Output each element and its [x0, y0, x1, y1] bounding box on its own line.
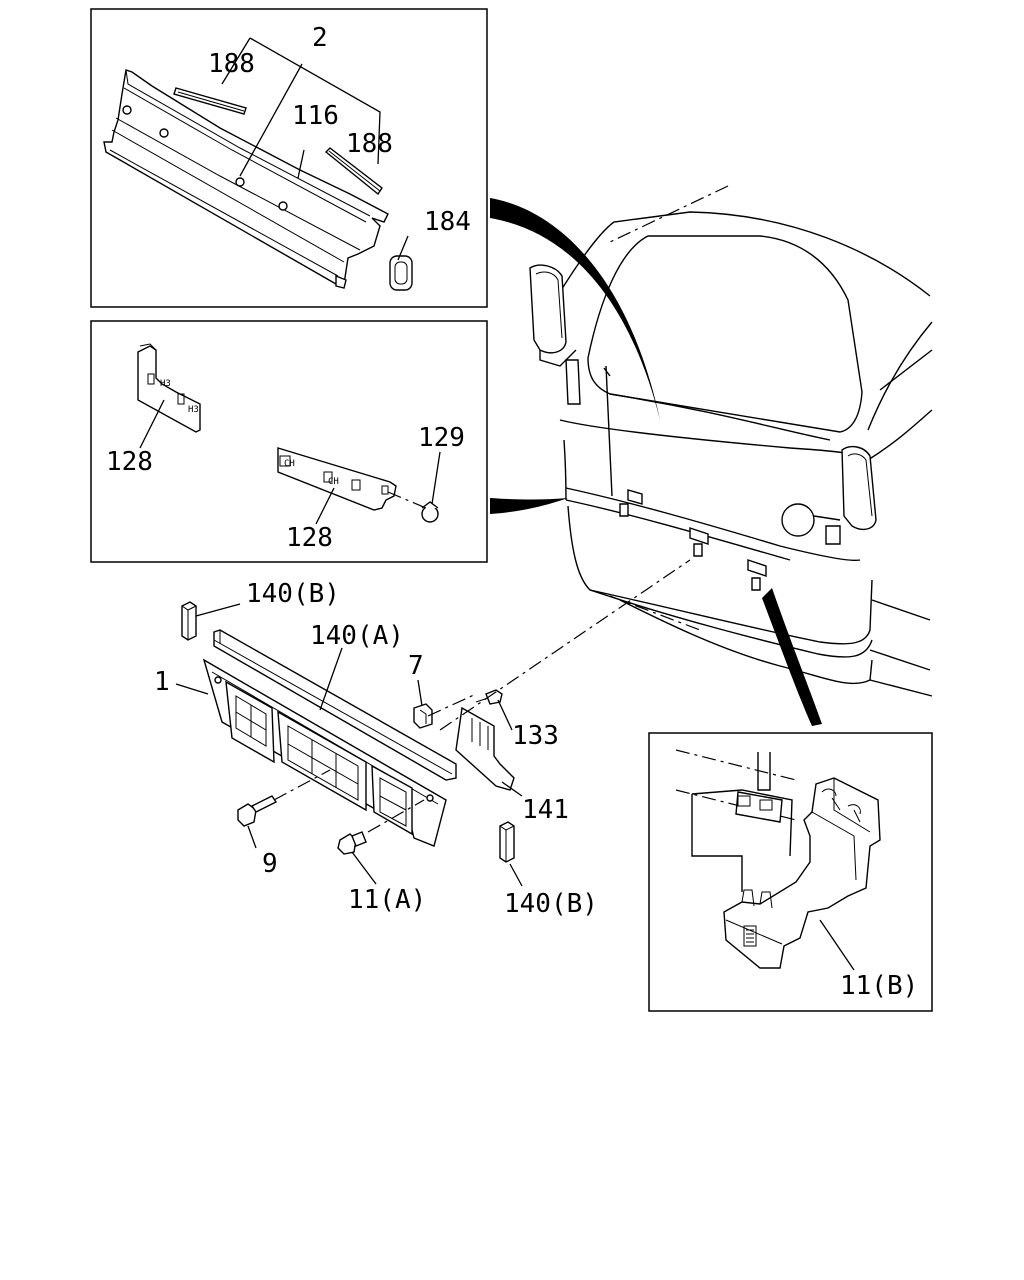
callout-188-right: 188 [346, 129, 393, 159]
cowl-panel-part [103, 69, 389, 289]
callout-129: 129 [418, 423, 465, 453]
callout-188-left: 188 [208, 49, 255, 79]
callout-128-lower: 128 [286, 523, 333, 553]
bracket-tag-ch-2: CH [328, 477, 339, 487]
detail-frame-2 [90, 320, 488, 563]
grille-assembly: 1 140(B) 140(A) 7 133 141 9 11(A) 140(B) [154, 559, 691, 919]
clip-11b [723, 777, 881, 969]
bracket-tag-h3-1: H3 [160, 379, 171, 389]
callout-141: 141 [522, 795, 569, 825]
callout-11a: 11(A) [348, 885, 426, 915]
indicator-arrow-cowl [490, 198, 660, 420]
clip-7 [413, 703, 433, 729]
detail-frame-1 [90, 8, 488, 308]
cap-140b-top [181, 601, 197, 641]
detail-frame-3 [648, 732, 933, 1012]
grommet-184 [389, 255, 413, 291]
bracket-tag-ch-1: CH [284, 459, 295, 469]
callout-116: 116 [292, 101, 339, 131]
callout-184: 184 [424, 207, 471, 237]
callout-140b-top: 140(B) [246, 579, 340, 609]
callout-133: 133 [512, 721, 559, 751]
bolt-9 [237, 795, 278, 827]
bracket-128-lower: CH CH [277, 447, 397, 511]
callout-9: 9 [262, 849, 278, 879]
callout-140b-bottom: 140(B) [504, 889, 598, 919]
cap-140b-bottom [499, 821, 515, 863]
callout-140a: 140(A) [310, 621, 404, 651]
callout-1: 1 [154, 667, 170, 697]
callout-11b: 11(B) [840, 971, 918, 1001]
mirror-right [781, 445, 877, 545]
callout-7: 7 [408, 651, 424, 681]
callout-128-upper: 128 [106, 447, 153, 477]
indicator-arrow-clip [762, 588, 822, 726]
detail-box-clip: 11(B) [648, 732, 933, 1012]
mirror-left [529, 264, 581, 405]
callout-2: 2 [312, 23, 328, 53]
indicator-arrow-bracket [490, 498, 568, 514]
bracket-128-upper: H3 H3 [137, 343, 201, 433]
bracket-141 [455, 706, 515, 791]
bracket-tag-h3-2: H3 [188, 405, 199, 415]
detail-box-brackets: H3 H3 CH CH 128 128 129 [90, 320, 488, 563]
detail-box-cowl-panel: 2 188 116 188 184 [90, 8, 488, 308]
clip-11a [337, 831, 367, 855]
clip-129 [421, 501, 439, 523]
